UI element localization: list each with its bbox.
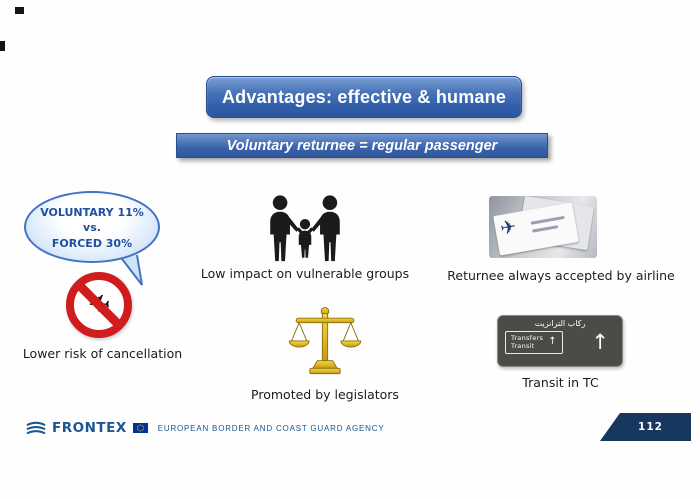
- up-arrow-icon: ↑: [548, 336, 557, 348]
- page-number: 112: [638, 421, 663, 433]
- family-icon: [262, 195, 348, 262]
- footer: FRONTEX EUROPEAN BORDER AND COAST GUARD …: [26, 417, 384, 439]
- transit-sign-box: Transfers Transit ↑: [505, 330, 563, 355]
- speech-bubble: VOLUNTARY 11% vs. FORCED 30%: [24, 191, 160, 263]
- airline-ticket-image: ✈: [489, 196, 597, 258]
- scan-artifact: [0, 41, 5, 51]
- bubble-line-1: VOLUNTARY 11%: [40, 206, 144, 219]
- airplane-icon: ✈: [498, 215, 519, 241]
- frontex-logo-icon: [26, 421, 46, 434]
- caption-transit: Transit in TC: [522, 375, 599, 390]
- title-banner: Advantages: effective & humane: [206, 76, 522, 118]
- transit-sign-line-1: Transfers: [511, 333, 544, 342]
- scales-of-justice-icon: [287, 306, 363, 382]
- transit-sign-image: ركاب الترانزيت Transfers Transit ↑ ↑: [497, 315, 623, 367]
- ticket-text-line: [532, 225, 559, 233]
- slide-title: Advantages: effective & humane: [221, 86, 507, 107]
- ticket-text-line: [530, 215, 565, 225]
- speech-bubble-tail: [118, 255, 143, 286]
- ticket-front-card: ✈: [493, 202, 579, 256]
- up-arrow-icon: ↑: [591, 329, 609, 354]
- transit-sign-line-2: Transit: [511, 342, 535, 351]
- bubble-line-3: FORCED 30%: [51, 236, 133, 250]
- caption-cancellation: Lower risk of cancellation: [22, 346, 183, 361]
- page-number-tab: 112: [600, 413, 691, 441]
- transit-sign-arabic-text: ركاب الترانزيت: [534, 319, 586, 328]
- transit-sign-text: Transfers Transit: [511, 334, 543, 352]
- caption-vulnerable-groups: Low impact on vulnerable groups: [200, 266, 410, 281]
- slide-subtitle: Voluntary returnee = regular passenger: [226, 137, 498, 154]
- no-airplane-sign: ✈: [66, 272, 132, 338]
- transit-sign-row: Transfers Transit ↑ ↑: [505, 329, 615, 355]
- scan-artifact: [15, 7, 24, 14]
- agency-name: EUROPEAN BORDER AND COAST GUARD AGENCY: [157, 423, 385, 433]
- frontex-brand: FRONTEX: [52, 420, 127, 436]
- caption-legislators: Promoted by legislators: [251, 387, 399, 402]
- subtitle-banner: Voluntary returnee = regular passenger: [176, 133, 548, 158]
- eu-flag-icon: [132, 423, 148, 433]
- caption-airline: Returnee always accepted by airline: [447, 268, 675, 283]
- bubble-line-2: vs.: [83, 221, 101, 235]
